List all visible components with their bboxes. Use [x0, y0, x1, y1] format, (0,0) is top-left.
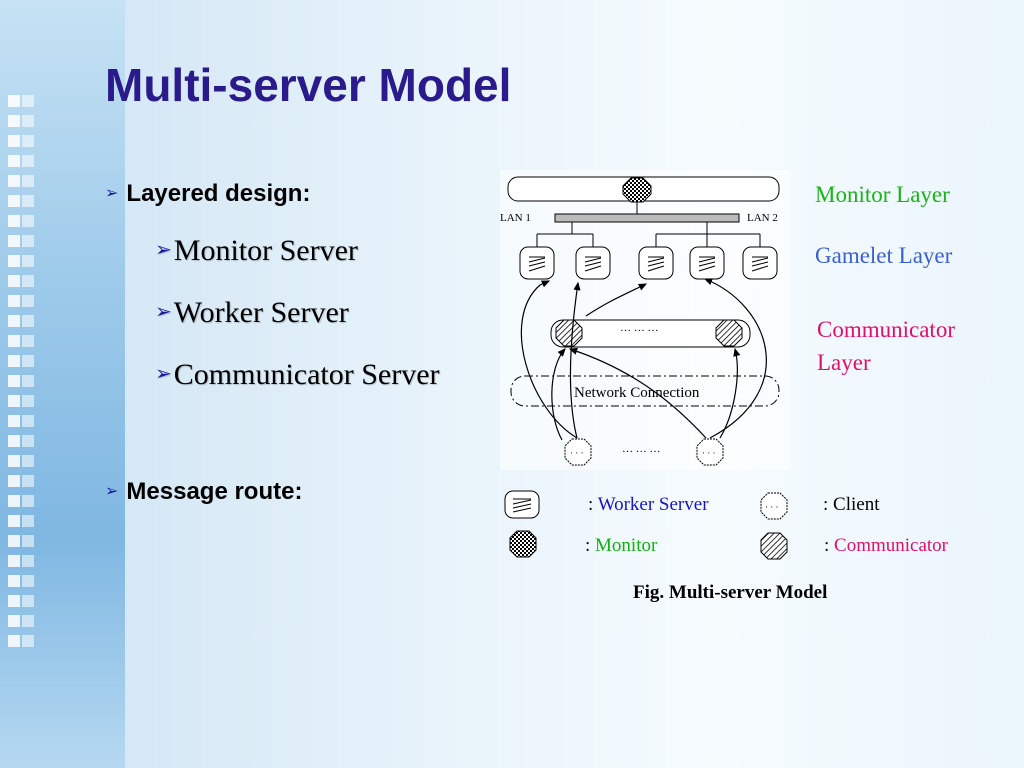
communicator-icon	[555, 319, 583, 347]
subbullet-monitor-server: ➢Monitor Server	[155, 234, 358, 268]
worker-server-icon	[638, 246, 674, 280]
svg-text:· · ·: · · ·	[765, 502, 779, 512]
lan-bar	[554, 213, 740, 223]
left-decorative-band	[0, 0, 125, 768]
bullet-arrow-icon: ➢	[155, 237, 172, 261]
worker-server-icon	[575, 246, 611, 280]
monitor-layer-label: Monitor Layer	[815, 182, 950, 207]
communicator-layer-label-line2: Layer	[817, 350, 871, 375]
subbullet-communicator-server-text: Communicator Server	[173, 358, 440, 391]
legend-monitor-label: : Monitor	[585, 535, 657, 557]
bullet-arrow-icon: ➢	[155, 299, 172, 323]
bullet-arrow-icon: ➢	[105, 183, 119, 202]
subbullet-worker-server: ➢Worker Server	[155, 296, 349, 330]
subbullet-monitor-server-text: Monitor Server	[173, 234, 358, 267]
legend-worker-server-icon	[504, 490, 540, 519]
subbullet-worker-server-text: Worker Server	[173, 296, 349, 329]
legend-communicator-prefix: :	[824, 535, 835, 556]
legend-worker-text: Worker Server	[597, 494, 709, 515]
legend-worker-label: : Worker Server	[588, 494, 709, 516]
worker-server-icon	[742, 246, 778, 280]
communicator-layer-label-line1: Communicator	[817, 317, 955, 342]
legend-monitor-prefix: :	[585, 535, 596, 556]
client-ellipsis: … … …	[622, 443, 661, 455]
legend-monitor-icon	[509, 530, 537, 558]
message-arrows	[520, 278, 767, 441]
client-icon: · · ·	[696, 438, 724, 466]
legend-communicator-icon	[760, 532, 788, 560]
bullet-arrow-icon: ➢	[155, 361, 172, 385]
network-connection-label: Network Connection	[574, 385, 700, 401]
svg-text:· · ·: · · ·	[702, 448, 716, 458]
slide-title: Multi-server Model	[105, 59, 512, 111]
legend-client-label: : Client	[823, 494, 880, 515]
legend-communicator-text: Communicator	[834, 535, 949, 556]
bullet-message-route-text: Message route:	[126, 478, 303, 505]
legend-monitor-text: Monitor	[595, 535, 658, 556]
bullet-layered-design-text: Layered design:	[126, 180, 311, 207]
legend-client-icon: · · ·	[760, 492, 788, 520]
figure-caption: Fig. Multi-server Model	[633, 582, 828, 603]
monitor-icon	[622, 177, 652, 203]
worker-server-icon	[519, 246, 555, 280]
lan1-label: LAN 1	[500, 212, 531, 224]
legend-worker-prefix: :	[588, 494, 598, 515]
subbullet-communicator-server: ➢Communicator Server	[155, 358, 440, 392]
decorative-squares	[0, 95, 40, 655]
communicator-layer-box	[550, 319, 751, 348]
client-icon: · · ·	[564, 438, 592, 466]
communicator-icon	[715, 319, 743, 347]
bullet-layered-design: ➢ Layered design:	[105, 180, 310, 208]
network-connection-box	[510, 375, 780, 407]
svg-text:· · ·: · · ·	[570, 448, 584, 458]
lan2-label: LAN 2	[747, 212, 778, 224]
lan-tree	[536, 222, 761, 247]
legend-communicator-label: : Communicator	[824, 535, 948, 557]
communicator-ellipsis: … … …	[620, 322, 659, 334]
bullet-message-route: ➢ Message route:	[105, 478, 302, 506]
bullet-arrow-icon: ➢	[105, 481, 119, 500]
worker-server-icon	[689, 246, 725, 280]
gamelet-layer-label: Gamelet Layer	[815, 243, 953, 268]
